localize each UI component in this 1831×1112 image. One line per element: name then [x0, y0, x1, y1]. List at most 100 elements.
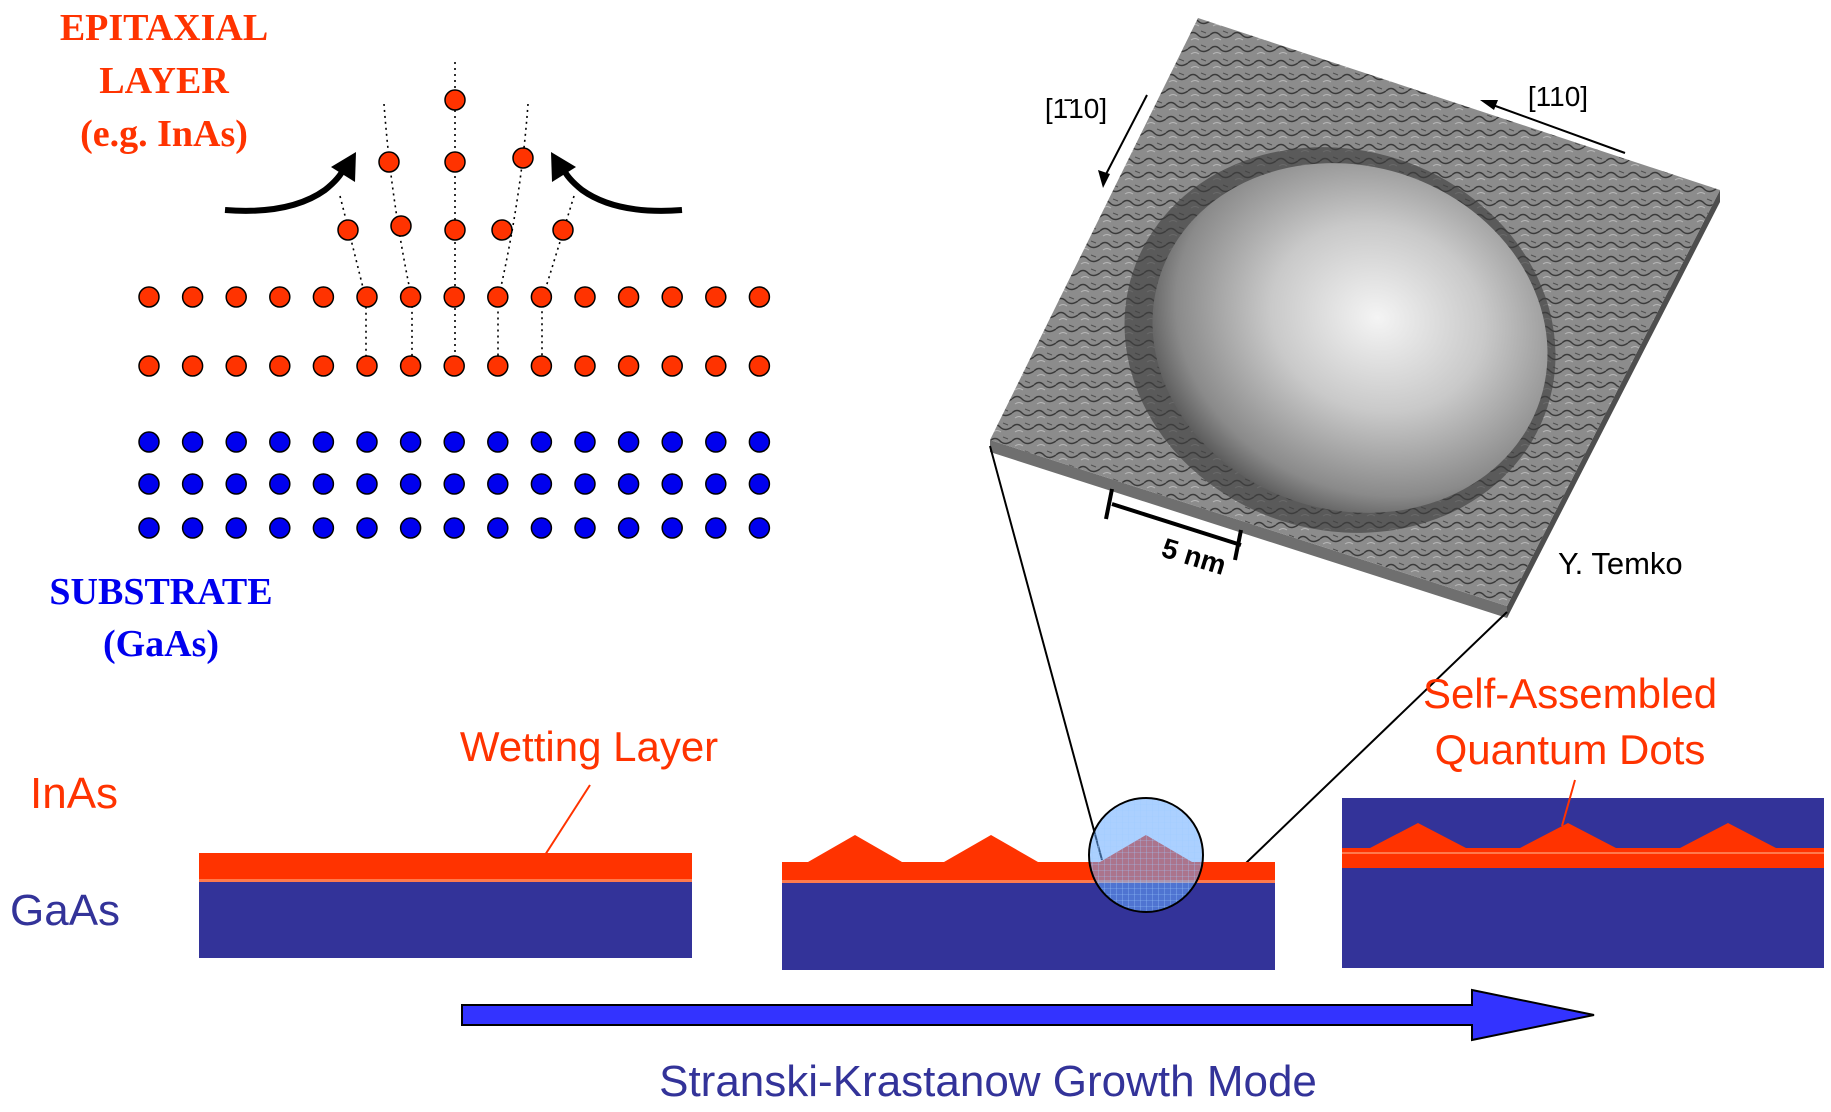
- epitaxial-atom: [705, 355, 727, 377]
- substrate-atom: [181, 473, 204, 495]
- left-arrow-head: [331, 152, 356, 182]
- epitaxial-atom: [138, 355, 160, 377]
- substrate-atom: [487, 431, 509, 453]
- qd-label-line-2: Quantum Dots: [1435, 726, 1706, 773]
- right-arrow-head: [551, 152, 576, 182]
- substrate-atom: [138, 431, 160, 453]
- island-atom: [552, 219, 574, 241]
- stm-quantum-dot: [1152, 163, 1548, 513]
- substrate-atom: [399, 473, 422, 495]
- epitaxial-atom: [487, 355, 509, 377]
- substrate-atom: [443, 473, 465, 495]
- epitaxial-atom: [399, 355, 422, 377]
- dir-arrow-1-head: [1098, 170, 1110, 188]
- substrate-atom: [356, 431, 378, 453]
- substrate-atom: [530, 517, 553, 539]
- epitaxial-atom: [225, 355, 247, 377]
- epitaxial-atom: [138, 286, 160, 308]
- island-atom: [491, 219, 513, 241]
- qd-label-line-1: Self-Assembled: [1423, 670, 1717, 717]
- epitaxial-atom: [748, 286, 771, 308]
- inas-label: InAs: [30, 769, 118, 818]
- substrate-atom: [661, 473, 683, 495]
- substrate-atom: [138, 473, 160, 495]
- stm-slab-right-side: [1507, 190, 1720, 618]
- substrate-atom: [574, 473, 596, 495]
- gaas-label: GaAs: [10, 886, 120, 935]
- growth-sequence: InAs GaAs Wetting Layer: [10, 670, 1824, 1106]
- substrate-atom: [617, 431, 640, 453]
- epitaxial-atom: [574, 286, 596, 308]
- right-curved-arrow: [560, 166, 683, 214]
- substrate-atom: [312, 431, 335, 453]
- substrate-label-line-2: (GaAs): [103, 623, 219, 665]
- island-atom: [337, 219, 359, 241]
- zoom-line-left: [989, 445, 1103, 861]
- epitaxial-atom: [661, 286, 683, 308]
- epitaxial-atom: [443, 286, 465, 308]
- stage-3-quantum-dots: [1342, 798, 1824, 968]
- substrate-atom: [443, 517, 465, 539]
- substrate-atom: [443, 431, 465, 453]
- substrate-atom: [269, 473, 291, 495]
- epitaxial-atom: [443, 355, 465, 377]
- epitaxial-atom: [530, 355, 553, 377]
- substrate-atom: [356, 517, 378, 539]
- epitaxial-label-line-1: EPITAXIAL: [60, 7, 268, 49]
- substrate-atom: [574, 431, 596, 453]
- substrate-atom: [748, 517, 771, 539]
- substrate-atom: [487, 517, 509, 539]
- epitaxial-atom: [530, 286, 553, 308]
- dir-arrow-2: [1489, 103, 1626, 154]
- epitaxial-atom: [269, 355, 291, 377]
- stm-image-panel: [1̄10] [110] 5 nm Y. Temko: [989, 18, 1720, 889]
- substrate-atom: [269, 431, 291, 453]
- island-atom: [378, 151, 400, 173]
- substrate-atom: [225, 517, 247, 539]
- substrate-atom: [617, 517, 640, 539]
- qd-label-pointer: [1561, 779, 1576, 827]
- dir-arrow-2-head: [1480, 100, 1498, 110]
- epitaxial-atom: [312, 286, 335, 308]
- epitaxial-atom: [617, 355, 640, 377]
- atomic-model: EPITAXIAL LAYER (e.g. InAs) SUBSTRATE (G…: [49, 7, 771, 665]
- substrate-atom: [705, 473, 727, 495]
- island-atom: [512, 147, 534, 169]
- substrate-atom: [181, 431, 204, 453]
- epitaxial-atom: [356, 286, 378, 308]
- growth-direction-arrow: [461, 988, 1595, 1042]
- substrate-atom: [399, 517, 422, 539]
- substrate-atom: [661, 431, 683, 453]
- stage-1-wetting-layer: [199, 853, 692, 958]
- substrate-atom: [574, 517, 596, 539]
- epitaxial-label-line-3: (e.g. InAs): [80, 113, 248, 155]
- epitaxial-atom: [399, 286, 422, 308]
- wetting-layer-pointer: [544, 784, 591, 856]
- substrate-atom: [225, 431, 247, 453]
- substrate-atom: [705, 431, 727, 453]
- dir-label-1: [1̄10]: [1045, 93, 1107, 124]
- island-atom: [444, 219, 466, 241]
- dir-label-2: [110]: [1528, 81, 1588, 112]
- growth-mode-caption: Stranski-Krastanow Growth Mode: [659, 1057, 1317, 1106]
- epitaxial-atom: [225, 286, 247, 308]
- magnifier-circle: [1088, 797, 1204, 913]
- substrate-atom: [356, 473, 378, 495]
- epitaxial-atom-lattice: [138, 89, 771, 377]
- epitaxial-atom: [269, 286, 291, 308]
- substrate-atom: [748, 431, 771, 453]
- substrate-atom: [312, 517, 335, 539]
- substrate-atom: [530, 473, 553, 495]
- strain-guide-lines: [339, 62, 575, 372]
- epitaxial-atom: [574, 355, 596, 377]
- left-curved-arrow: [224, 166, 347, 214]
- stm-slab-left-side: [990, 440, 1507, 618]
- substrate-atom: [312, 473, 335, 495]
- dir-arrow-1: [1102, 94, 1148, 181]
- substrate-atom: [399, 431, 422, 453]
- image-credit: Y. Temko: [1558, 546, 1683, 581]
- epitaxial-atom: [181, 355, 204, 377]
- substrate-atom: [661, 517, 683, 539]
- substrate-atom: [487, 473, 509, 495]
